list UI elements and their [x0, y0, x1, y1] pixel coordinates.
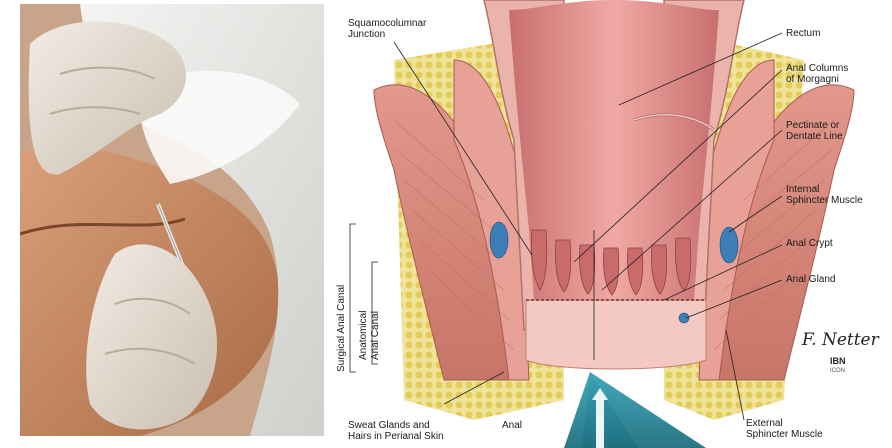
- publisher-logo-sub: ICON: [830, 368, 845, 374]
- publisher-logo: IBN: [830, 356, 846, 366]
- label-anal: Anal: [502, 420, 522, 431]
- anal-canal-diagram: Squamocolumnar Junction Rectum Anal Colu…: [334, 0, 892, 448]
- label-anatomical-anal-canal-line1: Anatomical: [358, 311, 369, 360]
- label-external-sphincter: External Sphincter Muscle: [746, 418, 823, 440]
- label-surgical-anal-canal: Surgical Anal Canal: [336, 285, 347, 372]
- label-pectinate-line: Pectinate or Dentate Line: [786, 120, 843, 142]
- label-sweat-glands: Sweat Glands and Hairs in Perianal Skin: [348, 420, 444, 442]
- artist-signature: F. Netter: [802, 330, 879, 350]
- clinical-photo: [20, 4, 324, 436]
- clinical-photo-illustration: [20, 4, 324, 436]
- anal-canal-skin: [526, 300, 706, 369]
- label-anal-crypt: Anal Crypt: [786, 238, 833, 249]
- label-anal-gland: Anal Gland: [786, 274, 835, 285]
- label-anatomical-anal-canal-line2: Anal Canal: [370, 311, 381, 360]
- label-internal-sphincter: Internal Sphincter Muscle: [786, 184, 863, 206]
- label-squamocolumnar-junction: Squamocolumnar Junction: [348, 18, 426, 40]
- label-anal-columns: Anal Columns of Morgagni: [786, 63, 848, 85]
- label-rectum: Rectum: [786, 28, 820, 39]
